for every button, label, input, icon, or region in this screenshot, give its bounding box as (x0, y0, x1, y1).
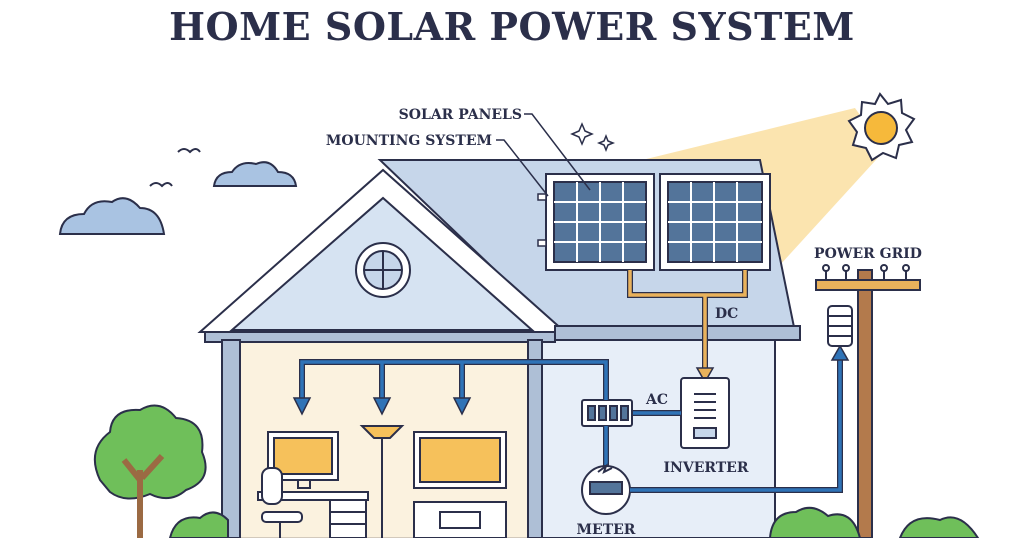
bush-right-icon (768, 506, 980, 538)
diagram-title: HOME SOLAR POWER SYSTEM (169, 4, 855, 49)
chair-icon (261, 467, 303, 538)
dc-arrow (695, 367, 715, 384)
label-inverter: INVERTER (664, 460, 749, 476)
cabinet-icon (413, 501, 507, 538)
grid-arrow (830, 344, 850, 361)
solar-panel-right (659, 173, 771, 271)
label-meter: METER (577, 522, 636, 538)
tv-icon (413, 431, 507, 489)
birds-icon (149, 148, 201, 188)
solar-panel-left (545, 173, 655, 271)
wiring-arrows (292, 397, 472, 416)
label-ac: AC (645, 392, 668, 408)
label-solar-panels: SOLAR PANELS (399, 107, 522, 123)
meter-icon (581, 463, 631, 515)
tree-icon (93, 404, 207, 538)
right-wall (539, 339, 776, 538)
power-pole-icon (815, 264, 921, 538)
cloud-left-icon (58, 197, 166, 235)
mounting-clips (537, 193, 547, 247)
cloud-right-icon (212, 161, 298, 187)
fascia-left (204, 331, 556, 343)
left-pillar (221, 339, 241, 538)
label-leaders (496, 113, 591, 197)
round-window-icon (355, 242, 411, 298)
label-dc: DC (715, 306, 738, 322)
inverter-icon (680, 377, 730, 449)
fascia-right (554, 325, 801, 341)
lamp-icon (359, 425, 405, 538)
mid-pillar (527, 339, 543, 538)
sparkle-icon (570, 122, 616, 153)
monitor-icon (267, 431, 339, 489)
desk-icon (257, 491, 369, 538)
bush-left-icon (168, 511, 229, 538)
label-mounting-system: MOUNTING SYSTEM (326, 133, 492, 149)
label-power-grid: POWER GRID (814, 246, 922, 262)
sun-icon (847, 92, 916, 162)
breaker-box-icon (581, 399, 633, 427)
